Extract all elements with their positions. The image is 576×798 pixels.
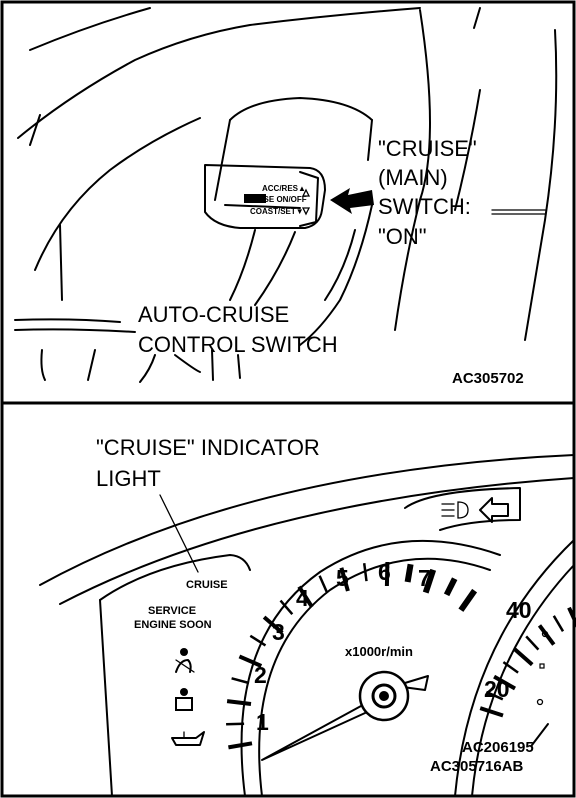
- tach-number-5: 5: [336, 565, 349, 591]
- speedo-inner-rim: [471, 564, 575, 797]
- callout-indicator-line-1: "CRUISE" INDICATOR: [96, 435, 320, 460]
- speedo-number-40: 40: [506, 597, 532, 623]
- tach-outer-rim: [240, 539, 501, 797]
- tach-number-3: 3: [272, 619, 285, 645]
- dial-tick: [228, 741, 253, 750]
- dial-tick: [249, 634, 267, 647]
- tach-number-4: 4: [296, 585, 309, 611]
- top-indicator-panel: [404, 487, 521, 531]
- turn-signal-arrow-icon: [479, 497, 509, 523]
- warning-panel-outline: [99, 554, 251, 601]
- bottom-panel: "CRUISE" INDICATOR LIGHT CRUISE SERVICE …: [39, 435, 576, 797]
- dial-tick: [238, 654, 263, 668]
- cluster-bezel-outer: [39, 454, 575, 586]
- speedometer: 20 40: [454, 539, 576, 797]
- dial-tick: [297, 585, 314, 609]
- tachometer: 1 2 3 4 5 6 7 x1000r/min: [226, 539, 501, 797]
- cruise-indicator-text: CRUISE: [186, 579, 228, 591]
- headlight-icon: [441, 501, 469, 519]
- switch-label-acc-res: ACC/RES▲: [262, 184, 306, 193]
- dial-tick: [318, 575, 329, 593]
- callout-main-line-3: SWITCH:: [378, 194, 471, 219]
- dial-tick: [493, 674, 516, 691]
- service-text-line-1: SERVICE: [148, 605, 196, 617]
- speedo-outer-rim: [454, 539, 575, 797]
- seatbelt-icon: [175, 648, 195, 673]
- dial-tick: [458, 588, 478, 612]
- callout-indicator-line-2: LIGHT: [96, 466, 161, 491]
- dial-tick: [537, 624, 556, 646]
- cruise-stalk-drawing: ACC/RES▲ CRUISE ON/OFF COAST/SET▼: [204, 164, 326, 229]
- tach-number-6: 6: [378, 559, 391, 585]
- dial-tick: [479, 706, 504, 718]
- service-text-line-2: ENGINE SOON: [134, 619, 212, 631]
- figure-code-bottom-2: AC305716AB: [430, 758, 524, 775]
- tach-inner-rim: [258, 557, 491, 797]
- dial-tick: [231, 677, 250, 685]
- dial-tick: [422, 568, 437, 594]
- switch-label-coast-set: COAST/SET▼: [250, 207, 304, 216]
- tach-number-2: 2: [254, 662, 267, 688]
- callout-control-switch: AUTO-CRUISE CONTROL SWITCH: [138, 302, 338, 357]
- callout-main-line-1: "CRUISE": [378, 136, 477, 161]
- dial-tick: [362, 563, 368, 582]
- cluster-bezel-inner: [59, 477, 575, 605]
- callout-control-line-1: AUTO-CRUISE: [138, 302, 289, 327]
- dial-tick: [552, 615, 565, 632]
- callout-indicator-leader: [159, 494, 199, 573]
- cruise-button-highlight: [244, 194, 266, 203]
- dial-tick: [339, 567, 350, 592]
- dial-tick: [262, 615, 284, 635]
- callout-control-line-2: CONTROL SWITCH: [138, 332, 338, 357]
- switch-label-cruise: CRUISE ON/OFF: [244, 195, 307, 204]
- figure-code-bottom-1: AC206195: [462, 739, 534, 756]
- callout-main-line-4: "ON": [378, 224, 427, 249]
- oil-can-icon: [171, 731, 205, 746]
- dial-tick: [502, 661, 519, 674]
- speedo-number-20: 20: [484, 676, 510, 702]
- dial-tick: [525, 635, 540, 651]
- steering-column-drawing: [14, 7, 558, 383]
- dial-tick: [226, 722, 245, 726]
- dial-tick: [485, 690, 504, 701]
- dial-tick: [279, 599, 294, 616]
- dial-tick: [404, 563, 414, 583]
- figure-code-top: AC305702: [452, 370, 524, 387]
- tach-number-1: 1: [256, 709, 269, 735]
- dial-tick: [443, 577, 458, 597]
- main-switch-arrow: [330, 188, 374, 214]
- dial-tick: [512, 647, 534, 667]
- callout-main-line-2: (MAIN): [378, 165, 448, 190]
- dial-tick: [384, 561, 390, 587]
- dial-tick: [567, 606, 576, 628]
- tach-ticks: [226, 561, 478, 750]
- tach-needle: [261, 699, 377, 761]
- speedo-ticks: [479, 606, 576, 718]
- airbag-icon: [175, 688, 193, 711]
- tach-unit-label: x1000r/min: [345, 644, 413, 659]
- callout-main-switch: "CRUISE" (MAIN) SWITCH: "ON": [378, 136, 546, 249]
- top-panel: ACC/RES▲ CRUISE ON/OFF COAST/SET▼ "CRUIS…: [14, 7, 558, 387]
- dial-tick: [226, 699, 252, 706]
- tach-number-7: 7: [418, 565, 431, 591]
